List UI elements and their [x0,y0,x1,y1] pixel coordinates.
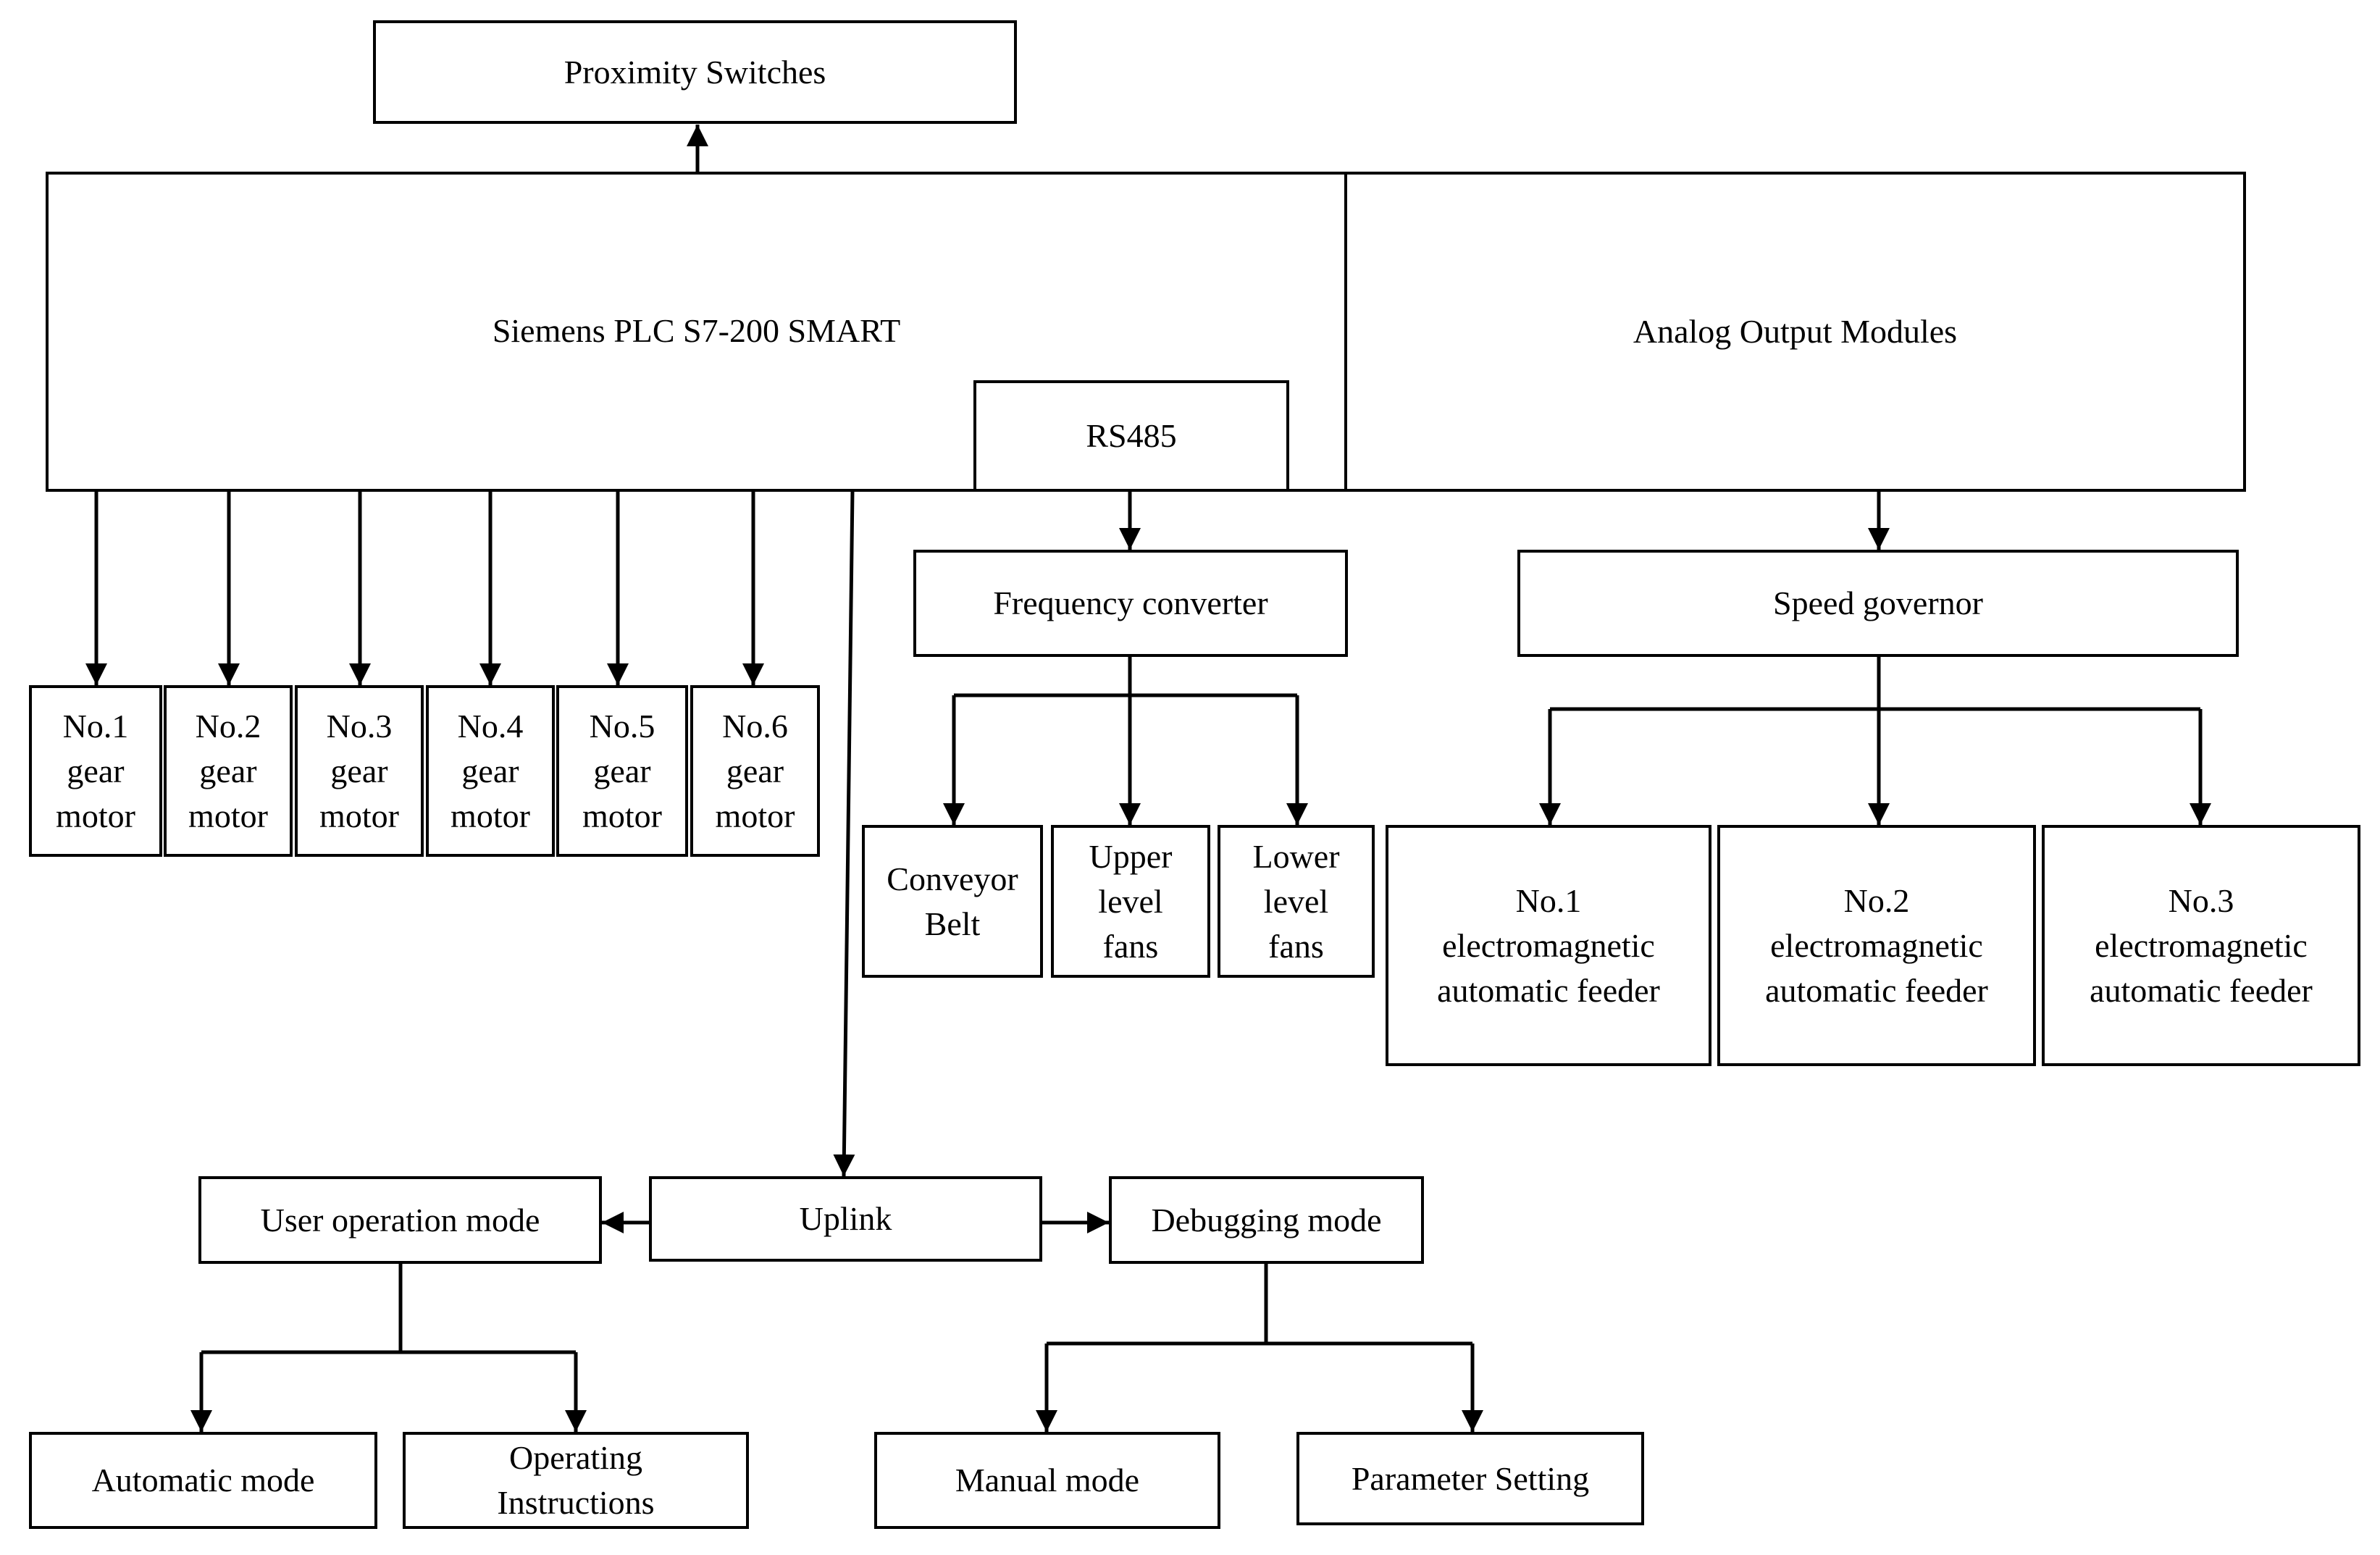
gear-motor-4-box: No.4 gear motor [426,685,555,857]
gear-motor-2-box: No.2 gear motor [164,685,293,857]
conveyor-belt-label: Conveyor Belt [887,860,1018,942]
gear-motor-label: No.6 gear motor [715,707,795,834]
rs485-label: RS485 [1086,417,1177,454]
gear-motor-3-box: No.3 gear motor [295,685,424,857]
lower-level-fans-label: Lower level fans [1252,837,1340,965]
user-operation-mode-box: User operation mode [198,1176,602,1264]
user-operation-mode-label: User operation mode [260,1201,540,1238]
parameter-setting-label: Parameter Setting [1351,1459,1590,1497]
automatic-mode-label: Automatic mode [91,1462,315,1499]
debugging-mode-label: Debugging mode [1151,1201,1382,1238]
analog-output-modules-label: Analog Output Modules [1633,313,1958,350]
gear-motor-label: No.5 gear motor [582,707,662,834]
lower-level-fans-box: Lower level fans [1218,825,1375,978]
parameter-setting-box: Parameter Setting [1296,1432,1644,1525]
gear-motor-6-box: No.6 gear motor [690,685,820,857]
plc-label: Siemens PLC S7-200 SMART [492,312,901,349]
gear-motor-label: No.2 gear motor [188,707,268,834]
uplink-box: Uplink [649,1176,1042,1262]
proximity-switches-box: Proximity Switches [373,20,1017,124]
upper-level-fans-label: Upper level fans [1089,837,1173,965]
operating-instructions-box: Operating Instructions [403,1432,749,1529]
feeder-label: No.1 electromagnetic automatic feeder [1437,881,1660,1009]
proximity-switches-label: Proximity Switches [563,53,826,91]
gear-motor-5-box: No.5 gear motor [556,685,688,857]
feeder-2-box: No.2 electromagnetic automatic feeder [1717,825,2036,1066]
feeder-3-box: No.3 electromagnetic automatic feeder [2042,825,2360,1066]
uplink-label: Uplink [799,1200,892,1237]
automatic-mode-box: Automatic mode [29,1432,377,1529]
manual-mode-box: Manual mode [874,1432,1220,1529]
speed-governor-box: Speed governor [1517,550,2239,657]
frequency-converter-box: Frequency converter [913,550,1348,657]
operating-instructions-label: Operating Instructions [497,1439,655,1521]
rs485-box: RS485 [973,380,1289,492]
manual-mode-label: Manual mode [955,1462,1140,1499]
feeder-label: No.2 electromagnetic automatic feeder [1765,881,1988,1009]
arrow-plc-to-uplink [833,490,855,1177]
gear-motor-label: No.3 gear motor [319,707,399,834]
feeder-1-box: No.1 electromagnetic automatic feeder [1386,825,1711,1066]
gear-motor-label: No.4 gear motor [451,707,530,834]
upper-level-fans-box: Upper level fans [1051,825,1210,978]
speed-governor-label: Speed governor [1773,584,1983,621]
feeder-label: No.3 electromagnetic automatic feeder [2090,881,2313,1009]
conveyor-belt-box: Conveyor Belt [862,825,1043,978]
analog-output-modules-box: Analog Output Modules [1344,172,2246,492]
debugging-mode-box: Debugging mode [1109,1176,1424,1264]
gear-motor-1-box: No.1 gear motor [29,685,162,857]
gear-motor-label: No.1 gear motor [56,707,135,834]
frequency-converter-label: Frequency converter [993,584,1268,621]
